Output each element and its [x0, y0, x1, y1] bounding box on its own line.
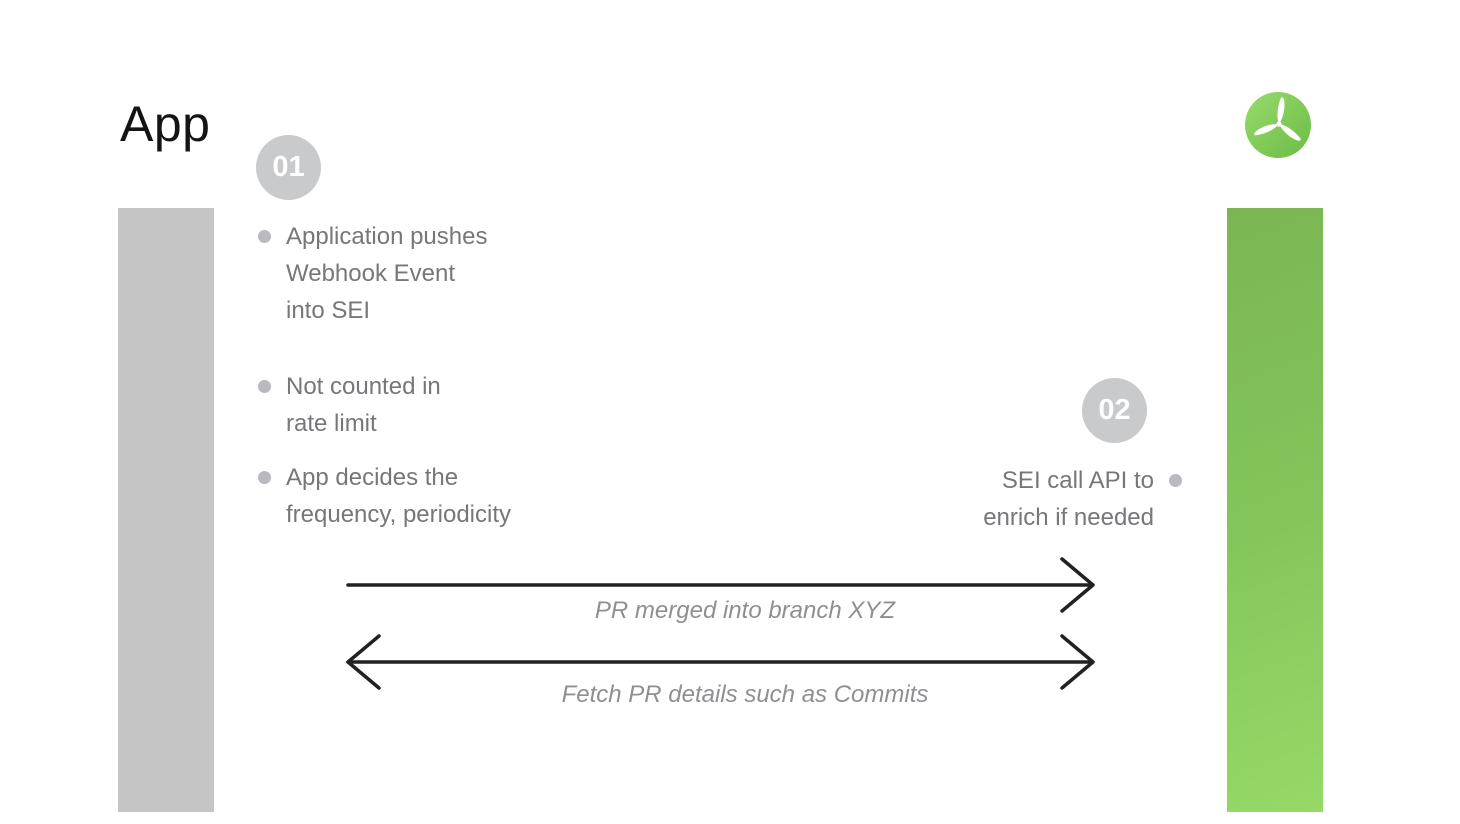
bullet-item-webhook-push: Application pushes Webhook Event into SE… [258, 218, 487, 329]
app-lane-bar [118, 208, 214, 812]
bullet-line: Not counted in [286, 373, 441, 400]
bullet-line: frequency, periodicity [286, 501, 511, 528]
bullet-line: Webhook Event [286, 260, 455, 287]
step-badge-01: 01 [256, 135, 321, 200]
arrow-right-icon [346, 557, 1095, 613]
bullet-item-rate-limit: Not counted in rate limit [258, 368, 441, 442]
bullet-line: Application pushes [286, 223, 488, 250]
bullet-line: rate limit [286, 410, 377, 437]
bullet-line: into SEI [286, 297, 371, 324]
arrow-both-icon [346, 634, 1095, 690]
bullet-item-sei-enrich: SEI call API to enrich if needed [983, 462, 1182, 536]
bullet-item-frequency: App decides the frequency, periodicity [258, 459, 511, 533]
bullet-dot-icon [258, 230, 271, 243]
page-title: App [120, 96, 211, 152]
bullet-line: App decides the [286, 464, 459, 491]
propeller-logo-icon [1245, 92, 1311, 158]
bullet-dot-icon [258, 471, 271, 484]
bullet-dot-icon [1169, 474, 1182, 487]
bullet-dot-icon [258, 380, 271, 393]
step-badge-02: 02 [1082, 378, 1147, 443]
arrow-label-pr-merged: PR merged into branch XYZ [594, 597, 896, 624]
arrow-label-fetch-pr: Fetch PR details such as Commits [561, 681, 929, 708]
flow-arrows [346, 557, 1095, 690]
sei-lane-bar [1227, 208, 1323, 812]
bullet-line: enrich if needed [983, 504, 1154, 531]
bullet-line: SEI call API to [1001, 467, 1154, 494]
